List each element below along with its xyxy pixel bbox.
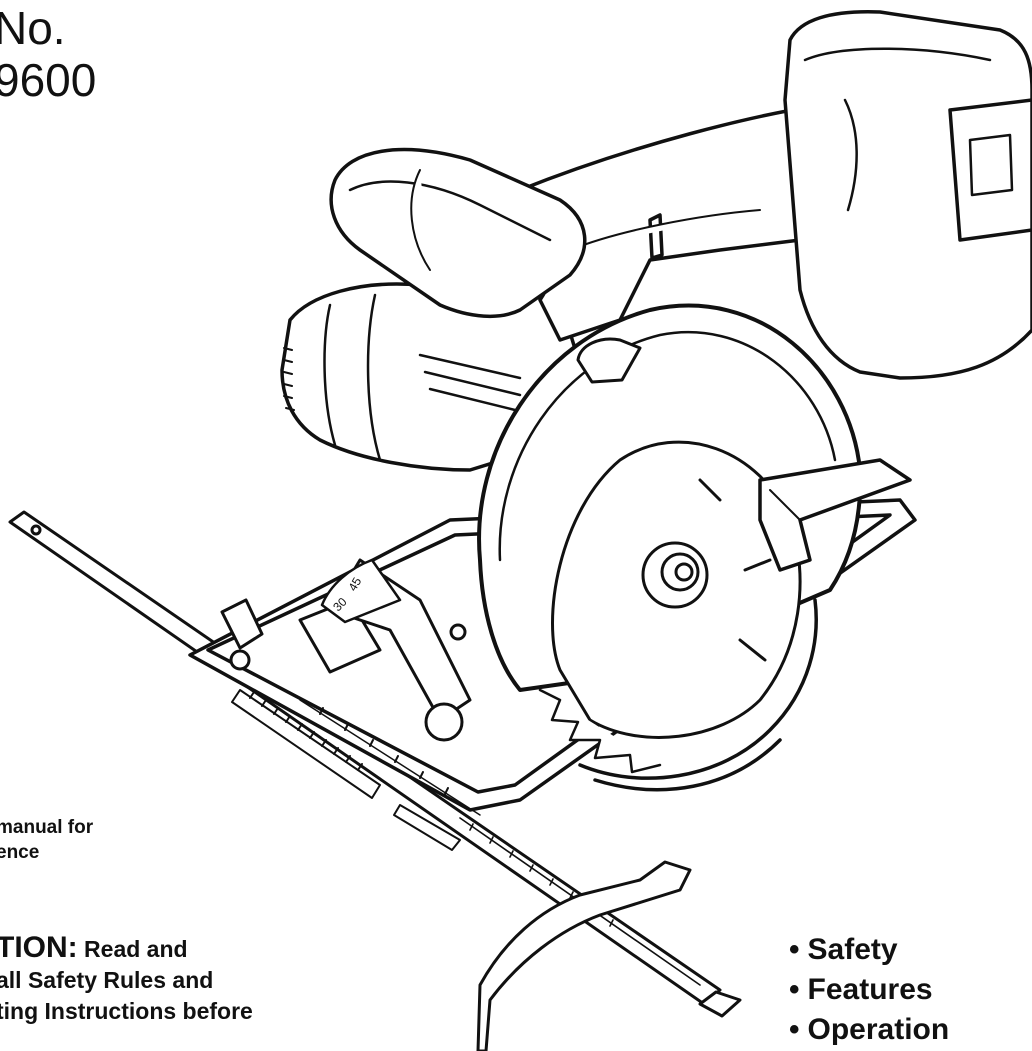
bevel-quadrant: 30 45 bbox=[320, 558, 402, 624]
manual-sections-list: •Safety •Features •Operation bbox=[789, 930, 949, 1050]
bullet-icon: • bbox=[789, 1013, 800, 1046]
battery-pack bbox=[783, 10, 1032, 380]
caution-line2: all Safety Rules and bbox=[0, 967, 214, 993]
model-number-line1: No. bbox=[0, 2, 66, 54]
bar-support bbox=[476, 860, 692, 1051]
base-scale bbox=[231, 689, 481, 851]
caution-line3: ting Instructions before bbox=[0, 998, 253, 1024]
list-item: •Operation bbox=[789, 1010, 949, 1050]
rear-bracket bbox=[758, 458, 912, 572]
lower-guard bbox=[578, 598, 818, 792]
reference-note: manual for ence bbox=[0, 815, 93, 865]
list-item-label: Safety bbox=[807, 933, 898, 966]
list-item-label: Operation bbox=[807, 1013, 950, 1046]
list-item: •Features bbox=[789, 970, 949, 1010]
svg-text:45: 45 bbox=[345, 575, 364, 594]
caution-heading: TION: bbox=[0, 931, 78, 964]
reference-note-line2: ence bbox=[0, 842, 40, 863]
caution-line1: TION: Read and bbox=[0, 932, 456, 965]
bullet-icon: • bbox=[789, 973, 800, 1006]
bullet-icon: • bbox=[789, 933, 800, 966]
reference-note-line1: manual for bbox=[0, 817, 94, 838]
edge-guide bbox=[8, 510, 742, 1018]
model-number: No. 9600 bbox=[0, 2, 96, 106]
front-knob bbox=[329, 147, 587, 319]
caution-block: TION: Read and all Safety Rules and ting… bbox=[0, 932, 456, 1027]
caution-line1-text: Read and bbox=[77, 936, 188, 962]
list-item-label: Features bbox=[807, 973, 933, 1006]
model-number-line2: 9600 bbox=[0, 54, 97, 106]
bevel-adjustment bbox=[220, 558, 472, 742]
spindle-lock bbox=[576, 337, 642, 384]
saw-blade bbox=[538, 440, 802, 774]
list-item: •Safety bbox=[789, 930, 949, 970]
